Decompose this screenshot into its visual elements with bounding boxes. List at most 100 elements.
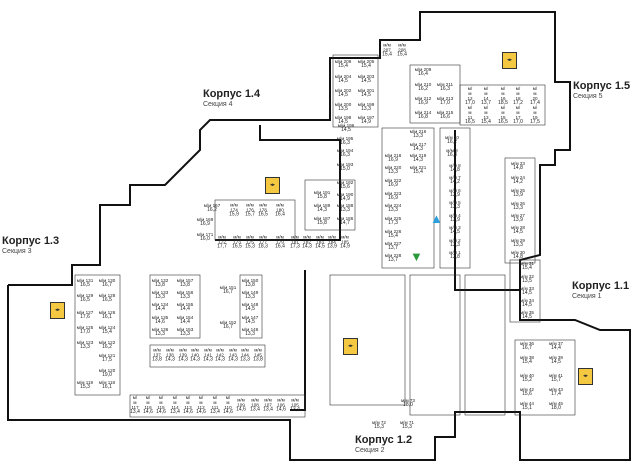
parking-spot[interactable]: м/м 12517,0 bbox=[77, 325, 94, 335]
parking-spot[interactable]: м/м 19115,8 bbox=[314, 190, 331, 200]
parking-spot[interactable]: м/м 12816,5 bbox=[99, 293, 116, 303]
parking-spot[interactable]: м/м 15613,3 bbox=[177, 290, 194, 300]
parking-spot[interactable]: м/м 14913,3 bbox=[242, 290, 259, 300]
parking-spot[interactable]: м/м 7115,3 bbox=[400, 420, 414, 430]
parking-spot[interactable]: м/м 4518,0 bbox=[549, 401, 563, 411]
parking-spot[interactable]: м/м 15216,7 bbox=[220, 320, 237, 330]
parking-spot[interactable]: м/м 21317,0 bbox=[437, 96, 454, 106]
parking-spot[interactable]: м/м 12117,5 bbox=[99, 353, 116, 363]
parking-spot[interactable]: м/м 21016,2 bbox=[415, 82, 432, 92]
parking-spot[interactable]: м/м 20515,4 bbox=[358, 59, 375, 69]
parking-spot[interactable]: м/м 4415,1 bbox=[520, 401, 534, 411]
parking-spot[interactable]: м/м 11514,6 bbox=[156, 395, 166, 415]
parking-spot[interactable]: м/м 21816,9 bbox=[385, 153, 402, 163]
parking-spot[interactable]: м/м 1917,5 bbox=[530, 105, 540, 125]
parking-spot[interactable]: м/м 13116,5 bbox=[77, 278, 94, 288]
parking-spot[interactable]: м/м 17816,5 bbox=[258, 203, 268, 218]
parking-spot[interactable]: м/м 3314,5 bbox=[520, 286, 534, 296]
parking-spot[interactable]: м/м 3714,4 bbox=[549, 341, 563, 351]
parking-spot[interactable]: м/м 14014,3 bbox=[190, 348, 200, 363]
parking-spot[interactable]: м/м 213,3 bbox=[449, 238, 460, 248]
parking-spot[interactable]: м/м 21914,3 bbox=[410, 153, 427, 163]
parking-spot[interactable]: м/м 11314,6 bbox=[183, 395, 193, 415]
parking-spot[interactable]: м/м 14714,5 bbox=[242, 315, 259, 325]
parking-spot[interactable]: м/м 18514,9 bbox=[340, 235, 350, 250]
parking-spot[interactable]: м/м 15013,8 bbox=[242, 278, 259, 288]
parking-spot[interactable]: м/м 19315,0 bbox=[337, 162, 354, 172]
parking-spot[interactable]: м/м 18314,5 bbox=[315, 235, 325, 250]
parking-spot[interactable]: м/м 2613,3 bbox=[511, 201, 525, 211]
parking-spot[interactable]: м/м 22316,9 bbox=[385, 191, 402, 201]
parking-spot[interactable]: м/м 2513,9 bbox=[511, 188, 525, 198]
parking-spot[interactable]: м/м 7318,0 bbox=[401, 398, 415, 408]
parking-spot[interactable]: м/м 613,9 bbox=[449, 188, 460, 198]
parking-spot[interactable]: м/м 18016,4 bbox=[275, 203, 285, 218]
parking-spot[interactable]: м/м 12717,6 bbox=[77, 310, 94, 320]
parking-spot[interactable]: м/м 19215,6 bbox=[337, 180, 354, 190]
parking-spot[interactable]: м/м 20114,5 bbox=[358, 88, 375, 98]
parking-spot[interactable]: м/м 22517,3 bbox=[385, 216, 402, 226]
parking-spot[interactable]: м/м 20214,5 bbox=[335, 88, 352, 98]
parking-spot[interactable]: м/м 4115,7 bbox=[549, 373, 563, 383]
parking-spot[interactable]: м/м 13313,3 bbox=[152, 290, 169, 300]
parking-spot[interactable]: м/м 16916,9 bbox=[197, 217, 214, 227]
parking-spot[interactable]: м/м 916,3 bbox=[446, 148, 457, 158]
parking-spot[interactable]: м/м 20314,5 bbox=[358, 74, 375, 84]
parking-spot[interactable]: м/м 7215,3 bbox=[372, 420, 386, 430]
parking-spot[interactable]: м/м 22615,4 bbox=[385, 229, 402, 239]
parking-spot[interactable]: м/м 21613,3 bbox=[410, 129, 427, 139]
parking-spot[interactable]: м/м 1817,2 bbox=[513, 86, 523, 106]
parking-spot[interactable]: м/м 17116,0 bbox=[197, 232, 214, 242]
parking-spot[interactable]: м/м 14814,5 bbox=[242, 302, 259, 312]
parking-spot[interactable]: м/м 14214,3 bbox=[215, 348, 225, 363]
parking-spot[interactable]: м/м 3014,8 bbox=[511, 250, 525, 260]
parking-spot[interactable]: м/м 21516,6 bbox=[437, 110, 454, 120]
parking-spot[interactable]: м/м 21216,9 bbox=[415, 96, 432, 106]
parking-spot[interactable]: м/м 22713,7 bbox=[385, 241, 402, 251]
parking-spot[interactable]: м/м 12415,4 bbox=[99, 325, 116, 335]
parking-spot[interactable]: м/м 18117,3 bbox=[290, 235, 300, 250]
parking-spot[interactable]: м/м 18914,3 bbox=[314, 203, 331, 213]
parking-spot[interactable]: м/м 12916,5 bbox=[77, 293, 94, 303]
parking-spot[interactable]: м/м 3815,4 bbox=[520, 355, 534, 365]
parking-spot[interactable]: м/м 2814,5 bbox=[511, 225, 525, 235]
parking-spot[interactable]: м/м 20715,4 bbox=[382, 43, 392, 58]
parking-spot[interactable]: м/м 12313,3 bbox=[77, 340, 94, 350]
parking-spot[interactable]: м/м 2913,3 bbox=[511, 238, 525, 248]
parking-spot[interactable]: м/м 3616,7 bbox=[520, 341, 534, 351]
parking-spot[interactable]: м/м 1717,0 bbox=[513, 105, 523, 125]
parking-spot[interactable]: м/м 1618,5 bbox=[498, 86, 508, 106]
parking-spot[interactable]: м/м 18715,8 bbox=[314, 216, 331, 226]
parking-spot[interactable]: м/м 20815,4 bbox=[397, 43, 407, 58]
parking-spot[interactable]: м/м 13814,3 bbox=[165, 348, 175, 363]
parking-spot[interactable]: м/м 15414,4 bbox=[177, 315, 194, 325]
parking-spot[interactable]: м/м 14613,3 bbox=[242, 327, 259, 337]
parking-spot[interactable]: м/м 3213,5 bbox=[520, 274, 534, 284]
parking-spot[interactable]: м/м 413,9 bbox=[449, 213, 460, 223]
parking-spot[interactable]: м/м 17316,5 bbox=[232, 235, 242, 250]
parking-spot[interactable]: м/м 20916,4 bbox=[415, 67, 432, 77]
parking-spot[interactable]: м/м 20414,5 bbox=[335, 74, 352, 84]
parking-spot[interactable]: м/м 17916,4 bbox=[275, 235, 285, 250]
parking-spot[interactable]: м/м 4015,2 bbox=[520, 373, 534, 383]
parking-spot[interactable]: м/м 11915,3 bbox=[77, 380, 93, 390]
parking-spot[interactable]: м/м 13213,8 bbox=[152, 278, 169, 288]
parking-spot[interactable]: м/м 14114,3 bbox=[203, 348, 213, 363]
parking-spot[interactable]: м/м 1413,7 bbox=[481, 86, 491, 106]
parking-spot[interactable]: м/м 11113,4 bbox=[210, 395, 220, 415]
parking-spot[interactable]: м/м 2017,4 bbox=[530, 86, 540, 106]
parking-spot[interactable]: м/м 21714,3 bbox=[410, 142, 427, 152]
parking-spot[interactable]: м/м 113,8 bbox=[449, 250, 460, 260]
parking-spot[interactable]: м/м 15514,4 bbox=[177, 302, 194, 312]
parking-spot[interactable]: м/м 17515,3 bbox=[245, 235, 255, 250]
parking-spot[interactable]: м/м 10914,6 bbox=[236, 398, 246, 413]
parking-spot[interactable]: м/м 16716,2 bbox=[204, 203, 221, 213]
parking-spot[interactable]: м/м 13514,6 bbox=[152, 315, 169, 325]
parking-spot[interactable]: м/м 513,3 bbox=[449, 200, 460, 210]
parking-spot[interactable]: м/м 10813,4 bbox=[250, 398, 260, 413]
parking-spot[interactable]: м/м 3914,5 bbox=[549, 355, 563, 365]
parking-spot[interactable]: м/м 22813,7 bbox=[385, 253, 402, 263]
parking-spot[interactable]: м/м 10713,4 bbox=[263, 398, 273, 413]
parking-spot[interactable]: м/м 314,5 bbox=[449, 225, 460, 235]
parking-spot[interactable]: м/м 814,8 bbox=[449, 163, 460, 173]
